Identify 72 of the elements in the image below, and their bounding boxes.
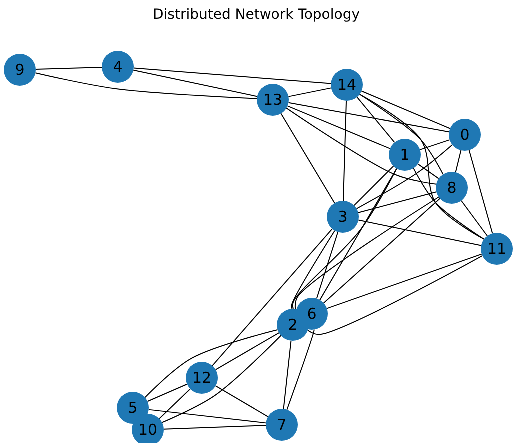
- edge-line: [133, 70, 258, 98]
- edge-line: [133, 68, 332, 84]
- edge-line: [323, 198, 441, 304]
- edge-line: [35, 72, 258, 100]
- edge-line: [356, 144, 454, 210]
- chart-title: Distributed Network Topology: [152, 7, 362, 23]
- graph-node: [4, 54, 36, 86]
- edge-line: [215, 386, 269, 418]
- edge-line: [354, 166, 394, 206]
- edge-line: [342, 100, 348, 202]
- edge-line: [468, 150, 494, 234]
- edge-line: [283, 340, 292, 410]
- graph-node: [327, 201, 359, 233]
- edge-line: [292, 168, 398, 310]
- edge-line: [320, 168, 398, 301]
- edge-line: [159, 388, 191, 420]
- edge-line: [287, 106, 391, 150]
- edge-line: [356, 96, 396, 144]
- edge-line: [413, 168, 485, 240]
- node-label: 14: [337, 76, 357, 94]
- graph-node: [257, 84, 289, 116]
- edge-line: [162, 335, 282, 424]
- graph-node: [436, 172, 468, 204]
- node-label: 4: [113, 58, 123, 76]
- node-label: 11: [487, 240, 507, 258]
- graph-node: [186, 362, 218, 394]
- edge-line: [361, 90, 451, 130]
- node-label: 10: [138, 421, 158, 439]
- edge-line: [294, 196, 440, 310]
- edge-line: [288, 102, 450, 133]
- graph-node: [331, 69, 363, 101]
- graph-node: [389, 139, 421, 171]
- node-label: 0: [460, 126, 470, 144]
- node-label: 5: [128, 399, 138, 417]
- edge-line: [164, 425, 266, 430]
- edge-line: [420, 140, 450, 150]
- edge-line: [36, 67, 102, 70]
- graph-node: [266, 409, 298, 441]
- edge-line: [358, 192, 438, 214]
- edge-line: [358, 220, 482, 246]
- edge-line: [326, 254, 482, 310]
- node-label: 12: [192, 369, 212, 387]
- edge-line: [212, 228, 333, 366]
- node-label: 2: [288, 316, 298, 334]
- node-label: 3: [338, 208, 348, 226]
- edge-line: [215, 332, 280, 370]
- graph-node: [296, 298, 328, 330]
- node-label: 6: [307, 305, 317, 323]
- node-label: 8: [447, 179, 457, 197]
- edge-line: [286, 329, 315, 410]
- edge-line: [288, 88, 332, 98]
- edge-line: [144, 330, 278, 398]
- edge-line: [148, 409, 267, 424]
- graph-node: [481, 233, 513, 265]
- node-label: 9: [15, 61, 25, 79]
- edge-line: [147, 384, 188, 402]
- node-label: 1: [400, 146, 410, 164]
- edge-line: [418, 164, 440, 180]
- node-label: 7: [277, 416, 287, 434]
- graph-node: [132, 414, 164, 443]
- edge-line: [286, 108, 437, 185]
- graph-node: [102, 51, 134, 83]
- edge-line: [316, 232, 339, 300]
- edge-line: [291, 230, 336, 310]
- edge-line: [359, 94, 485, 240]
- edge-line: [280, 113, 336, 204]
- graph-node: [449, 119, 481, 151]
- edge-line: [455, 150, 462, 173]
- edge-line: [308, 255, 484, 336]
- node-label: 13: [263, 91, 283, 109]
- edge-line: [359, 94, 444, 176]
- edge-line: [461, 200, 488, 237]
